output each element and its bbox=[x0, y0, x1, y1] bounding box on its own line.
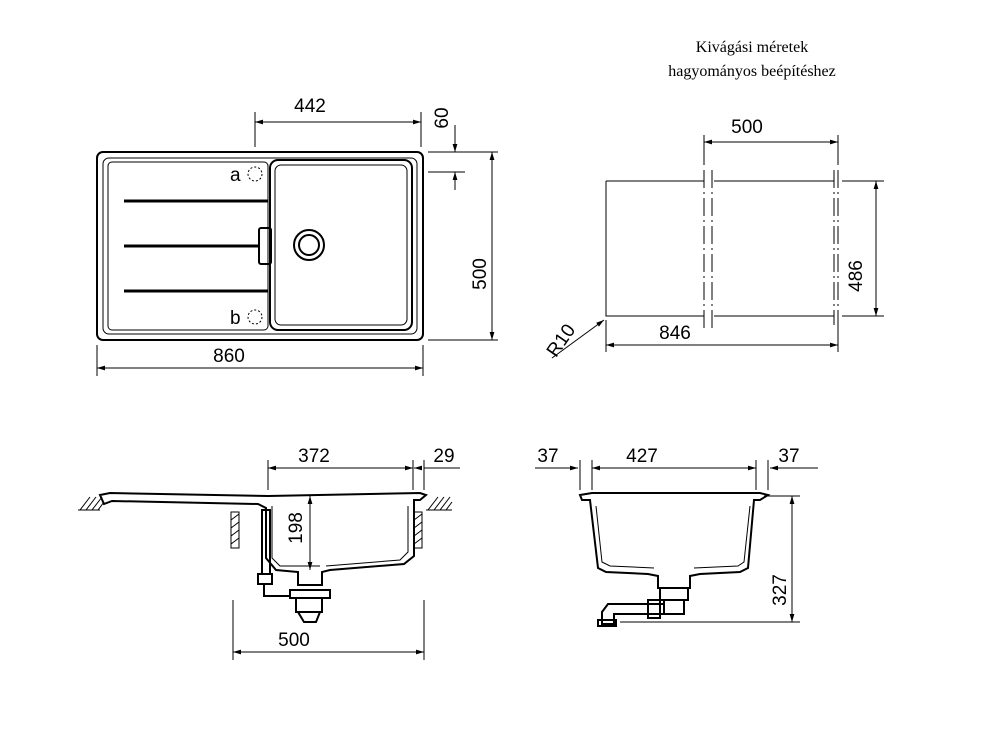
overflow-slot bbox=[258, 227, 272, 265]
dim-cutout-segment-width: 500 bbox=[731, 117, 763, 138]
dim-cutout-width: 846 bbox=[659, 323, 691, 344]
dim-side-rim: 29 bbox=[433, 446, 454, 467]
dim-top-bowl-width: 442 bbox=[294, 96, 326, 117]
dim-top-total-width: 860 bbox=[213, 346, 245, 367]
counter-hatch-left bbox=[78, 496, 105, 511]
dim-cutout-radius: R10 bbox=[543, 321, 580, 362]
waste-trap-icon bbox=[257, 509, 331, 623]
counter-hatch-right bbox=[426, 496, 453, 511]
dim-front-total-height: 327 bbox=[770, 574, 791, 606]
top-view: a b 442 60 500 860 bbox=[96, 96, 498, 376]
dim-top-depth: 500 bbox=[470, 258, 491, 290]
tap-hole-b-icon bbox=[247, 309, 263, 325]
title-line-2: hagyományos beépítéshez bbox=[668, 63, 836, 80]
bowl-inner-outline bbox=[274, 164, 408, 326]
tap-hole-a-label: a bbox=[230, 165, 241, 186]
dim-front-bowl-width: 427 bbox=[626, 446, 658, 467]
tap-hole-a-icon bbox=[247, 166, 263, 182]
bowl-front-section bbox=[578, 492, 771, 589]
side-view: 372 29 198 500 bbox=[78, 446, 460, 660]
cutout-outline bbox=[605, 180, 834, 317]
title-line-1: Kivágási méretek bbox=[696, 39, 808, 56]
bowl-outline bbox=[269, 159, 413, 331]
tap-hole-b-label: b bbox=[230, 308, 241, 329]
drainer-deck-section bbox=[98, 491, 429, 586]
wall-hatch-right bbox=[413, 511, 423, 549]
drainer-area bbox=[107, 161, 269, 331]
sink-outer-outline bbox=[96, 151, 424, 341]
break-line-right bbox=[833, 170, 839, 325]
drain-outer-ring bbox=[293, 229, 325, 261]
dim-front-left-rim: 37 bbox=[537, 446, 558, 467]
waste-outlet-icon bbox=[597, 587, 689, 627]
dim-cutout-height: 486 bbox=[846, 260, 867, 292]
dim-side-total-width: 500 bbox=[278, 630, 310, 651]
cutout-view: 500 486 846 R10 bbox=[543, 117, 884, 361]
front-view: 37 427 37 327 bbox=[535, 446, 818, 627]
dim-top-drain-offset: 60 bbox=[432, 107, 453, 128]
break-line-left bbox=[703, 170, 713, 330]
dim-front-right-rim: 37 bbox=[778, 446, 799, 467]
dim-side-bowl-width: 372 bbox=[298, 446, 330, 467]
sink-inner-outline bbox=[102, 157, 418, 335]
radius-leader bbox=[551, 319, 605, 359]
dim-side-bowl-depth: 198 bbox=[286, 512, 307, 544]
wall-hatch-left bbox=[230, 511, 240, 549]
drain-inner-ring bbox=[298, 234, 320, 256]
